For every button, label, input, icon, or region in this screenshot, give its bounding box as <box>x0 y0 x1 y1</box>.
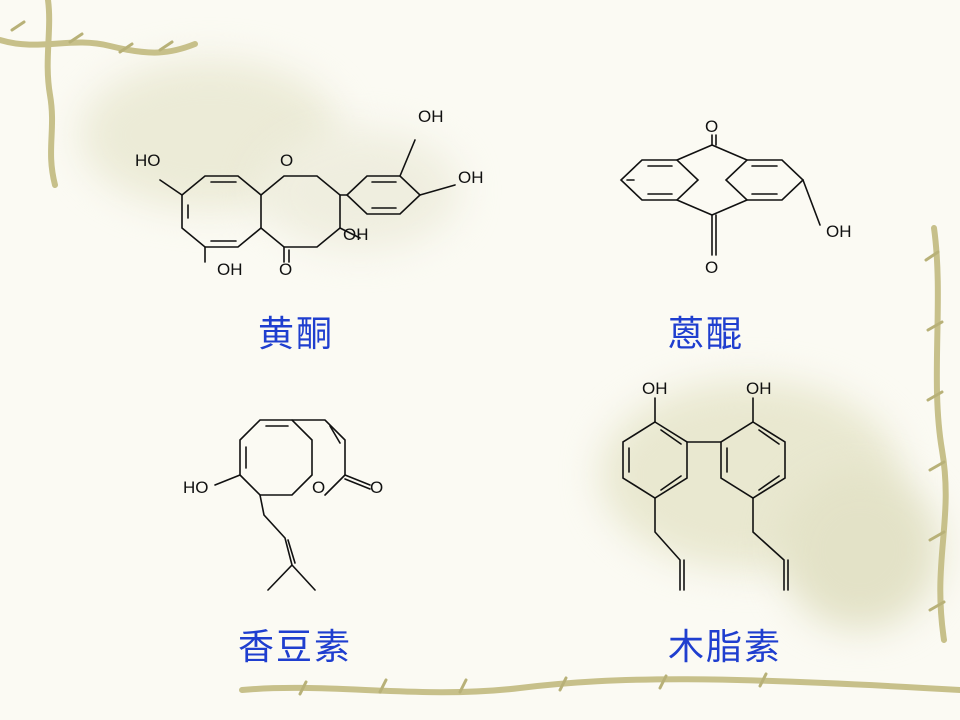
coumarin-label: O <box>312 478 325 497</box>
flavone-label: OH <box>458 168 484 187</box>
flavone-label: OH <box>343 225 369 244</box>
anthraquinone-label: OH <box>826 222 852 241</box>
lignan-label: OH <box>642 379 668 398</box>
lignan-label: OH <box>746 379 772 398</box>
flavone-label: O <box>280 151 293 170</box>
anthraquinone-label: O <box>705 258 718 277</box>
coumarin-caption: 香豆素 <box>238 627 353 668</box>
flavone-caption: 黄酮 <box>258 314 335 355</box>
bg-leaf-wash <box>260 130 460 250</box>
coumarin-label: O <box>370 478 383 497</box>
lignan-caption: 木脂素 <box>668 627 783 668</box>
bg-leaf-wash <box>780 470 940 630</box>
flavone-label: HO <box>135 151 161 170</box>
anthraquinone-caption: 蒽醌 <box>668 314 745 355</box>
anthraquinone-label: O <box>705 117 718 136</box>
coumarin-label: HO <box>183 478 209 497</box>
flavone-label: O <box>279 260 292 279</box>
flavone-label: OH <box>217 260 243 279</box>
flavone-label: OH <box>418 107 444 126</box>
